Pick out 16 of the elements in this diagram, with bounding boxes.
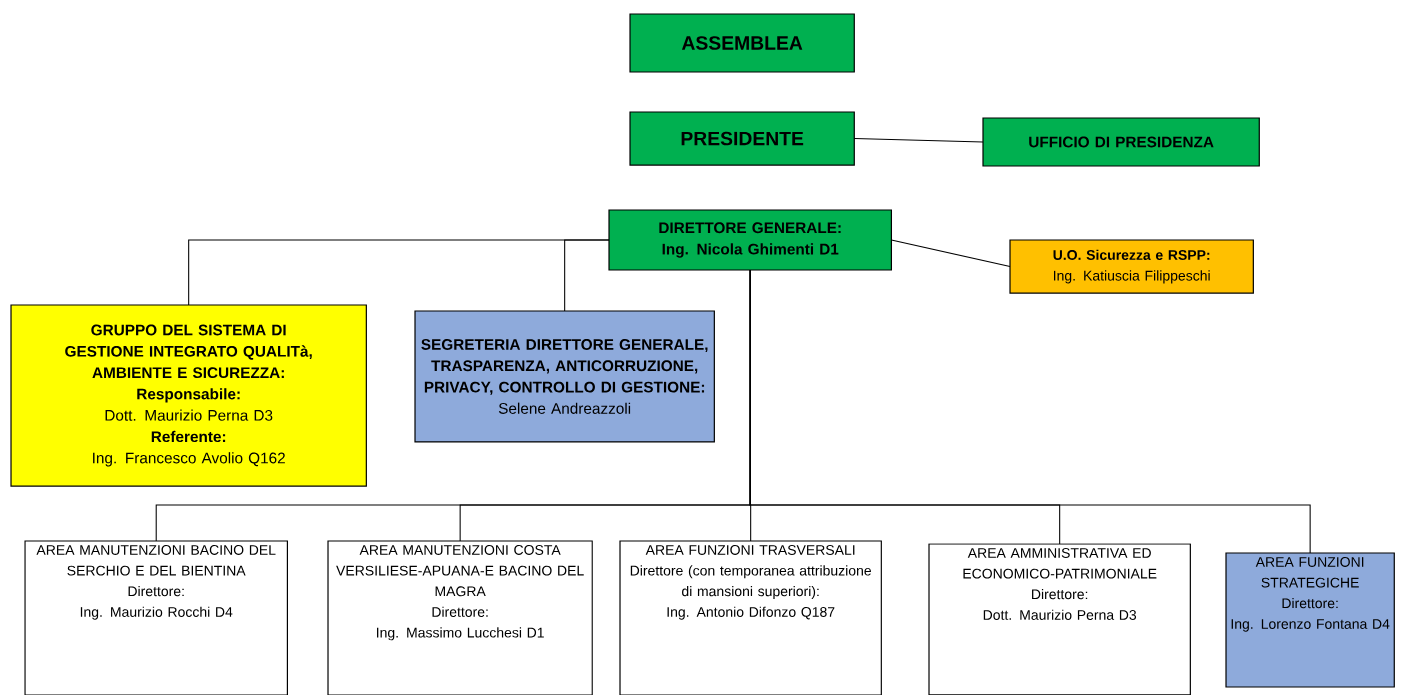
connector-line: [564, 239, 610, 312]
connector-line: [749, 269, 1311, 554]
org-box: GRUPPO DEL SISTEMA DI GESTIONE INTEGRATO QUALITà, AMBIENTE E SICUREZZA: Responsabile: Dott. Maurizio Perna D3 Referente: Ing. Francesco Avolio Q162: [10, 304, 367, 487]
org-box: AREA FUNZIONI TRASVERSALI Direttore (con temporanea attribuzione di mansioni superiori): Ing. Antonio Difonzo Q187: [619, 540, 882, 695]
org-box: AREA MANUTENZIONI BACINO DEL SERCHIO E DEL BIENTINA Direttore: Ing. Maurizio Rocchi D4: [24, 540, 288, 695]
org-box: AREA MANUTENZIONI COSTA VERSILIESE-APUANA-E BACINO DEL MAGRA Direttore: Ing. Massimo Lucchesi D1: [327, 540, 593, 695]
org-box: AREA FUNZIONI STRATEGICHE Direttore: Ing. Lorenzo Fontana D4: [1225, 552, 1395, 688]
connector-line: [890, 239, 1011, 268]
org-box: U.O. Sicurezza e RSPP: Ing. Katiuscia Filippeschi: [1009, 239, 1254, 294]
org-box: UFFICIO DI PRESIDENZA: [982, 117, 1260, 167]
org-box: SEGRETERIA DIRETTORE GENERALE, TRASPARENZA, ANTICORRUZIONE, PRIVACY, CONTROLLO DI GESTIONE: Selene Andreazzoli: [414, 310, 715, 443]
org-box: PRESIDENTE: [629, 111, 855, 166]
org-box: AREA AMMINISTRATIVA ED ECONOMICO-PATRIMONIALE Direttore: Dott. Maurizio Perna D3: [928, 543, 1191, 695]
connector-line: [853, 138, 984, 143]
org-box: DIRETTORE GENERALE: Ing. Nicola Ghimenti D1: [608, 209, 892, 271]
org-box: ASSEMBLEA: [629, 13, 855, 73]
